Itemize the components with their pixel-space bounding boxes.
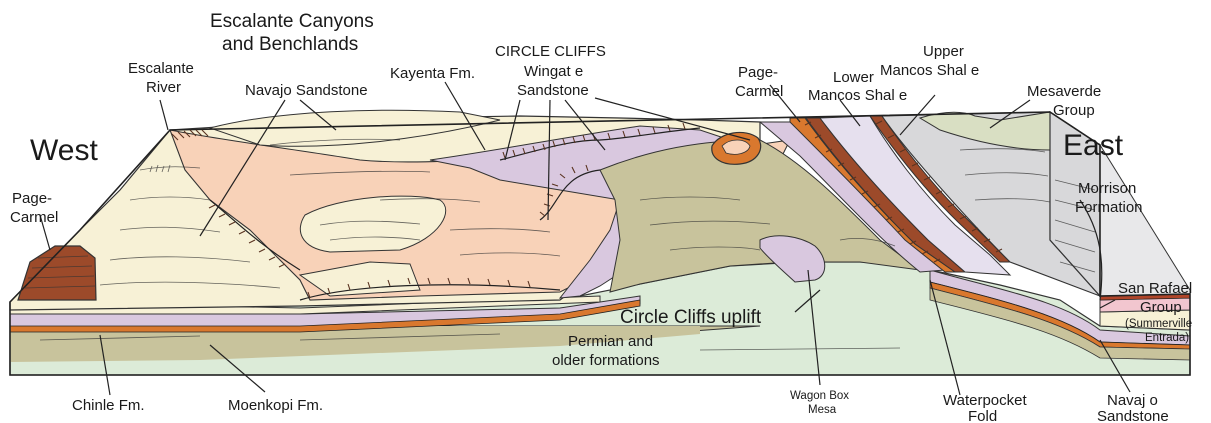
label-san-rafael-line1: San Rafael — [1118, 280, 1192, 297]
label-west: West — [30, 134, 98, 167]
label-kayenta: Kayenta Fm. — [390, 65, 475, 82]
label-page-carmel-right-line1: Page- — [738, 64, 778, 81]
label-lower-mancos-line1: Lower — [833, 69, 874, 86]
label-san-rafael-line4: Entrada) — [1145, 332, 1189, 344]
label-morrison-line1: Morrison — [1078, 180, 1136, 197]
label-permian-line2: older formations — [552, 352, 660, 369]
label-east: East — [1063, 129, 1124, 162]
label-page-carmel-right-line2: Carmel — [735, 83, 783, 100]
label-lower-mancos-line2: Mancos Shal e — [808, 87, 907, 104]
label-escalante-river-line1: Escalante — [128, 60, 194, 77]
label-moenkopi: Moenkopi Fm. — [228, 397, 323, 414]
label-page-carmel-left-line1: Page- — [12, 190, 52, 207]
label-circle-cliffs-uplift: Circle Cliffs uplift — [620, 307, 762, 328]
label-san-rafael-line2: Group — [1140, 299, 1182, 316]
label-permian-line1: Permian and — [568, 333, 653, 350]
label-mesaverde-line1: Mesaverde — [1027, 83, 1101, 100]
label-escalante-canyons-line1: Escalante Canyons — [210, 11, 374, 32]
label-navajo-sandstone-top: Navajo Sandstone — [245, 82, 368, 99]
label-morrison-line2: Formation — [1075, 199, 1143, 216]
label-wagon-box-line1: Wagon Box — [790, 390, 849, 402]
label-page-carmel-left-line2: Carmel — [10, 209, 58, 226]
label-waterpocket-line2: Fold — [968, 408, 997, 423]
leader-escalante-river — [160, 100, 168, 130]
label-escalante-river-line2: River — [146, 79, 181, 96]
label-navajo-bottom-line1: Navaj o — [1107, 392, 1158, 409]
label-escalante-canyons-line2: and Benchlands — [222, 34, 358, 55]
label-waterpocket-line1: Waterpocket — [943, 392, 1027, 409]
label-upper-mancos-line2: Mancos Shal e — [880, 62, 979, 79]
label-san-rafael-line3: (Summerville — [1125, 318, 1192, 330]
label-upper-mancos-line1: Upper — [923, 43, 964, 60]
label-circle-cliffs-line2: Wingat e — [524, 63, 583, 80]
label-circle-cliffs-line1: CIRCLE CLIFFS — [495, 43, 606, 60]
label-wagon-box-line2: Mesa — [808, 404, 837, 416]
label-chinle: Chinle Fm. — [72, 397, 145, 414]
label-navajo-bottom-line2: Sandstone — [1097, 408, 1169, 423]
label-mesaverde-line2: Group — [1053, 102, 1095, 119]
label-circle-cliffs-line3: Sandstone — [517, 82, 589, 99]
east-end-lower — [1100, 145, 1190, 296]
